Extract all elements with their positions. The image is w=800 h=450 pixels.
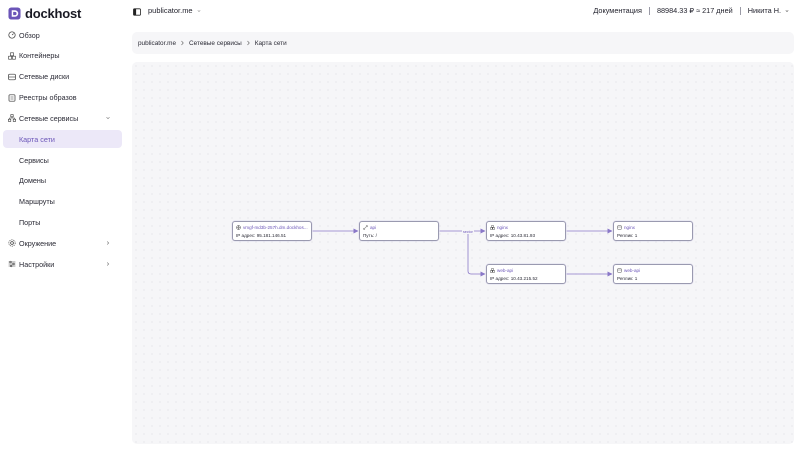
project-selector[interactable]: publicator.me (148, 6, 202, 15)
network-map-canvas[interactable]: sector vmgf-md3b-257h.dm.dockhos... IP а… (132, 62, 794, 444)
container-icon (617, 225, 622, 230)
sidebar-toggle-icon[interactable] (133, 8, 141, 16)
sidebar-item-label: Настройки (19, 259, 55, 269)
node-title: api (370, 225, 377, 230)
node-subtitle: Путь: / (363, 232, 377, 238)
sidebar-item-environment[interactable]: Окружение (3, 234, 122, 252)
chevron-right-icon (247, 40, 250, 46)
sidebar-nav: Обзор Контейнеры Сетевые диски Реестры о… (3, 26, 122, 276)
brand-logo[interactable]: dockhost (8, 5, 81, 21)
service-icon (490, 225, 495, 230)
network-node-container-nginx[interactable]: nginx Реплик: 1 (613, 221, 693, 241)
network-node-service-web-api[interactable]: web-api IP адрес: 10.43.215.52 (486, 264, 566, 284)
sidebar-item-registries[interactable]: Реестры образов (3, 89, 122, 107)
network-node-container-web-api[interactable]: web-api Реплик: 1 (613, 264, 693, 284)
node-title: vmgf-md3b-257h.dm.dockhos... (243, 225, 308, 230)
sidebar-item-ports[interactable]: Порты (3, 214, 122, 232)
chevron-right-icon (181, 40, 184, 46)
sidebar-item-routes[interactable]: Маршруты (3, 193, 122, 211)
top-bar: publicator.me Документация 88984.33 ₽ ≈ … (126, 0, 800, 24)
network-node-route[interactable]: api Путь: / (359, 221, 439, 241)
breadcrumb-item-project[interactable]: publicator.me (138, 39, 177, 47)
sidebar-item-label: Сетевые диски (19, 72, 70, 82)
sidebar-item-label: Сетевые сервисы (19, 113, 79, 123)
sidebar-item-services[interactable]: Сервисы (3, 151, 122, 169)
docs-link[interactable]: Документация (593, 6, 642, 15)
node-subtitle: IP адрес: 95.181.146.51 (236, 232, 287, 238)
node-title: web-api (624, 268, 641, 273)
breadcrumb: publicator.me Сетевые сервисы Карта сети (132, 32, 794, 54)
dockhost-logo-icon (8, 6, 21, 20)
sidebar-item-network-services[interactable]: Сетевые сервисы (3, 109, 122, 127)
node-title: nginx (497, 225, 508, 230)
route-icon (363, 225, 368, 230)
chevron-right-icon (106, 241, 110, 246)
sidebar-item-label: Окружение (19, 238, 57, 248)
service-icon (490, 268, 495, 273)
sidebar-item-domains[interactable]: Домены (3, 172, 122, 190)
chevron-down-icon (106, 117, 110, 120)
sidebar-item-label: Реестры образов (19, 93, 77, 103)
chevron-right-icon (106, 262, 110, 266)
network-node-domain[interactable]: vmgf-md3b-257h.dm.dockhos... IP адрес: 9… (232, 221, 312, 241)
user-menu[interactable]: Никита Н. (747, 6, 781, 15)
chevron-down-icon (197, 9, 201, 12)
registry-icon (7, 93, 16, 102)
sidebar-item-network-disks[interactable]: Сетевые диски (3, 68, 122, 86)
breadcrumb-item-network-services[interactable]: Сетевые сервисы (189, 39, 242, 47)
sidebar-item-label: Порты (19, 218, 41, 228)
node-subtitle: IP адрес: 10.43.81.93 (490, 232, 535, 238)
node-title: web-api (497, 268, 514, 273)
sidebar-item-containers[interactable]: Контейнеры (3, 47, 122, 65)
sidebar-item-label: Обзор (19, 30, 40, 40)
balance-display[interactable]: 88984.33 ₽ ≈ 217 дней (656, 6, 733, 15)
disk-icon (7, 72, 16, 81)
project-name: publicator.me (148, 6, 193, 15)
chevron-down-icon[interactable] (784, 8, 790, 14)
sidebar-item-network-map[interactable]: Карта сети (3, 130, 122, 149)
top-right-menu: Документация 88984.33 ₽ ≈ 217 дней Никит… (593, 6, 790, 15)
sidebar-item-label: Контейнеры (19, 51, 60, 61)
edge-label: sector (462, 230, 474, 234)
sidebar-item-label: Домены (19, 176, 47, 186)
edge-route-webapi (467, 231, 486, 277)
breadcrumb-item-network-map: Карта сети (254, 39, 287, 47)
divider (739, 6, 741, 15)
environment-icon (7, 239, 16, 248)
node-subtitle: IP адрес: 10.43.215.52 (490, 275, 538, 281)
overview-icon (7, 31, 16, 40)
container-icon (617, 268, 622, 273)
divider (648, 6, 650, 15)
network-icon (7, 114, 16, 123)
sidebar: dockhost Обзор Контейнеры Сетевые диски … (0, 0, 126, 450)
network-node-service-nginx[interactable]: nginx IP адрес: 10.43.81.93 (486, 221, 566, 241)
sidebar-item-label: Сервисы (19, 155, 49, 165)
settings-icon (7, 260, 16, 269)
node-title: nginx (624, 225, 635, 230)
globe-icon (236, 225, 241, 230)
containers-icon (7, 51, 16, 60)
node-subtitle: Реплик: 1 (617, 232, 638, 238)
node-subtitle: Реплик: 1 (617, 275, 638, 281)
sidebar-item-label: Маршруты (19, 197, 55, 207)
sidebar-item-settings[interactable]: Настройки (3, 255, 122, 273)
network-map-edges (312, 228, 613, 277)
brand-name: dockhost (25, 5, 82, 21)
sidebar-item-overview[interactable]: Обзор (3, 26, 122, 44)
sidebar-item-label: Карта сети (19, 134, 55, 144)
